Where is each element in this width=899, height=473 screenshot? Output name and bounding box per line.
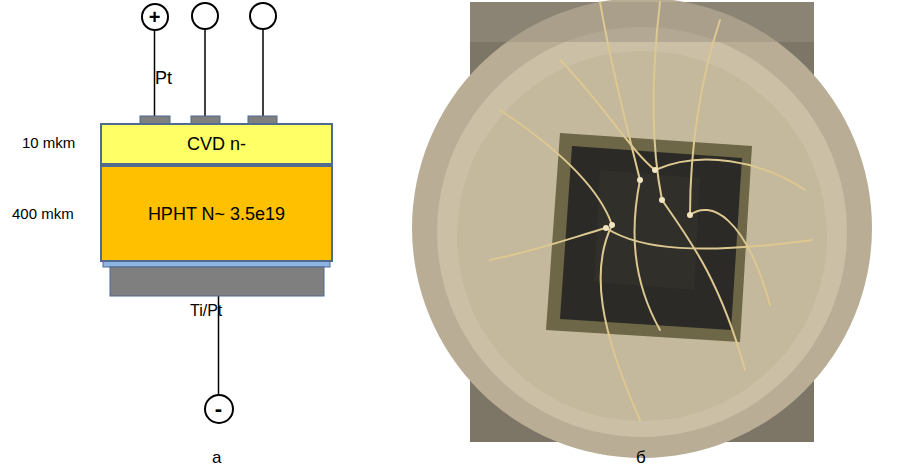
thickness-label: 10 mkm [22,134,75,151]
wire [262,30,264,117]
terminal-circle: - [204,394,234,424]
layer-name: HPHT N~ 3.5e19 [148,205,285,223]
sample-photo [412,0,872,458]
terminal-sign: + [149,7,161,27]
cvd-layer: CVD n- [100,123,333,165]
wire [204,30,206,117]
panel-letter: б [636,448,646,468]
terminal-circle [192,3,218,29]
material-label: Pt [155,68,172,89]
back-electrode [110,267,324,296]
terminal-circle: + [141,3,169,31]
hpht-substrate: HPHT N~ 3.5e19 [100,165,333,262]
material-label: Ti/Pt [190,302,222,320]
layer-name: CVD n- [187,135,246,153]
thickness-label: 400 mkm [12,205,74,222]
terminal-sign: - [215,398,222,420]
terminal-circle [250,3,276,29]
panel-letter: а [212,448,221,468]
